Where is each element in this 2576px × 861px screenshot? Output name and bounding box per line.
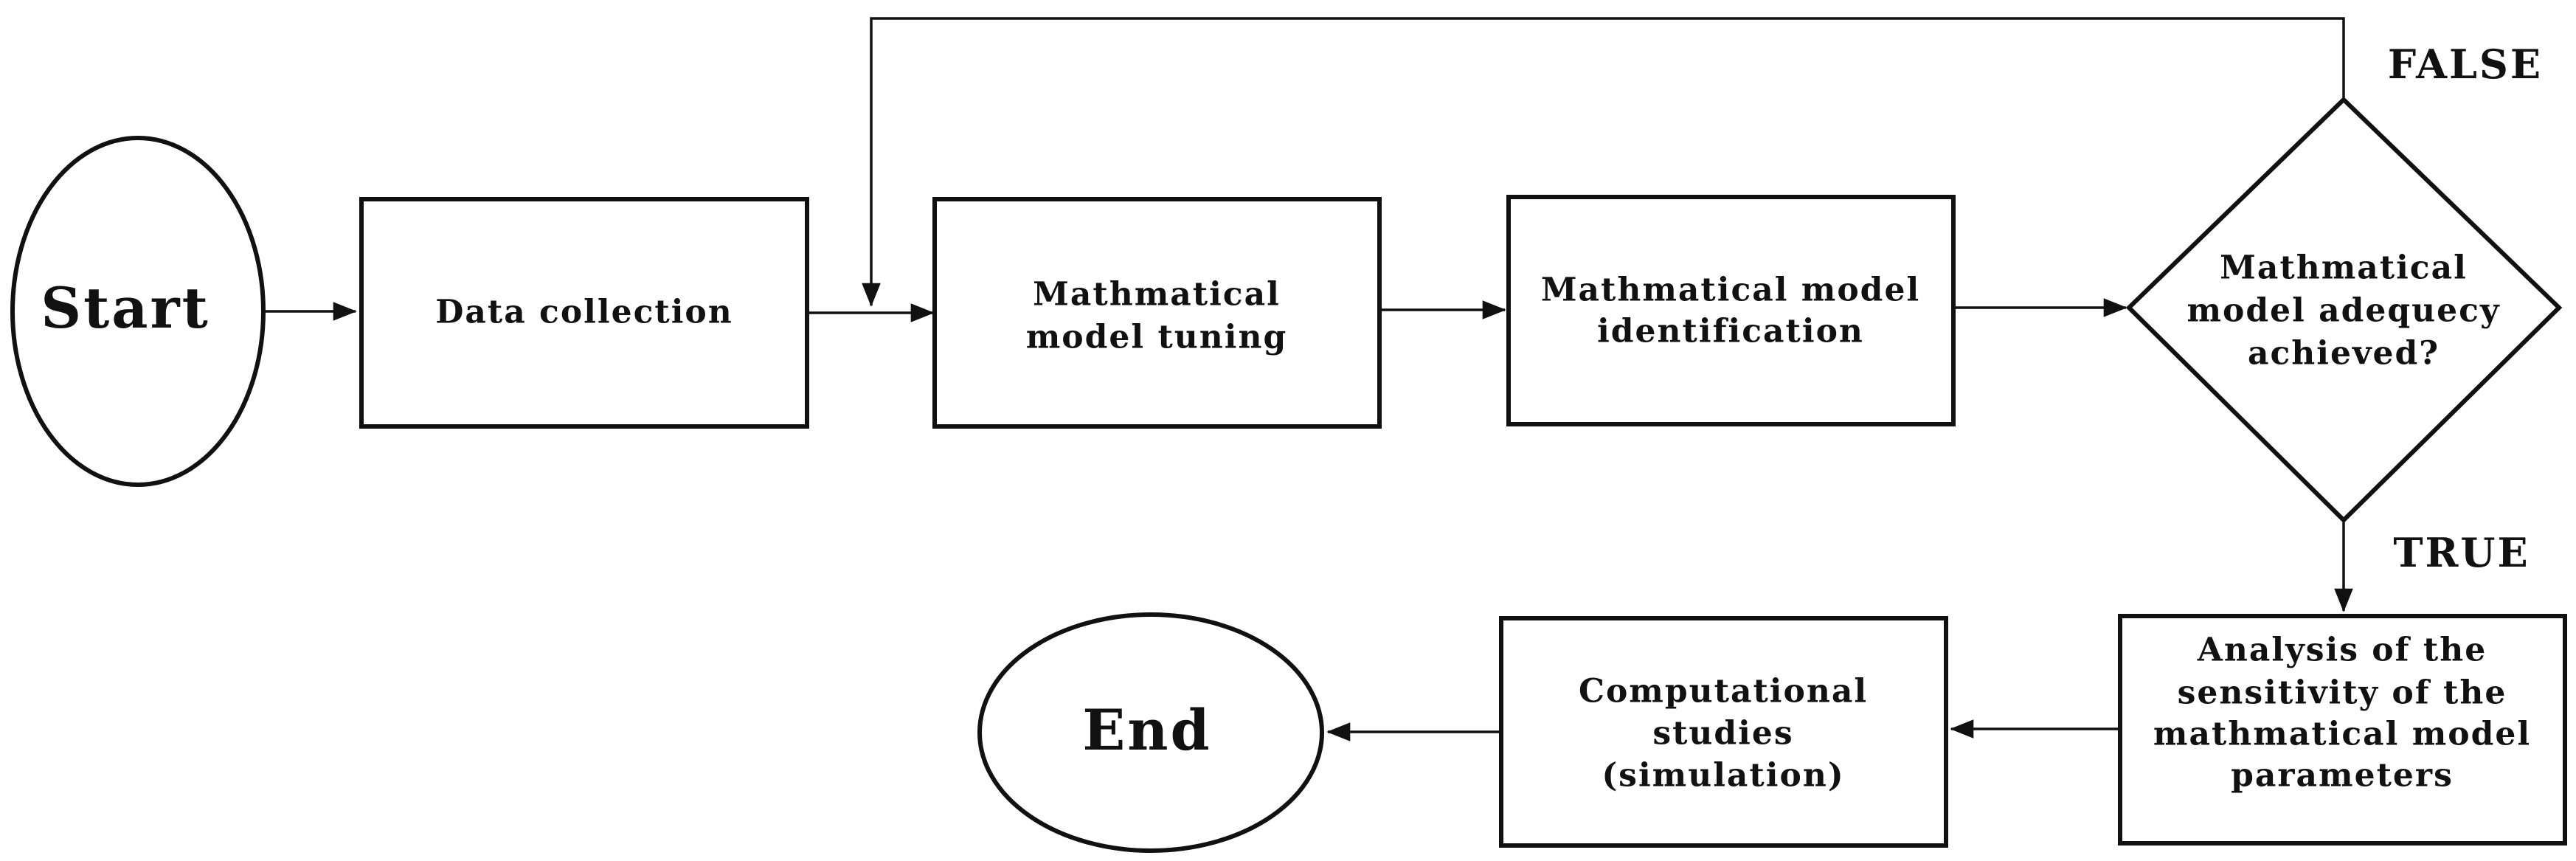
adequacy-decision-node: Mathmatical model adequecy achieved? (2125, 96, 2563, 524)
sensitivity-label-line-3: mathmatical model (2153, 716, 2531, 753)
model-tuning-box (932, 197, 1382, 429)
decision-label-line-3: achieved? (2248, 335, 2440, 373)
end-ellipse (977, 612, 1324, 853)
model-tuning-label-line-2: model tuning (1026, 319, 1287, 356)
decision-diamond (2125, 96, 2563, 524)
end-node: End (977, 612, 1324, 853)
sensitivity-label-line-2: sensitivity of the (2178, 674, 2507, 712)
start-ellipse (10, 136, 266, 487)
decision-label-line-1: Mathmatical (2220, 249, 2468, 287)
computational-studies-label-line-2: studies (1652, 715, 1793, 753)
data-collection-box (359, 197, 809, 429)
sensitivity-analysis-node: Analysis of the sensitivity of the mathm… (2118, 614, 2567, 846)
start-node: Start (10, 136, 266, 487)
arrow-false-loop-back-to-model-tuning (862, 17, 2345, 307)
computational-studies-label-line-3: (simulation) (1602, 757, 1844, 795)
computational-studies-label-line-1: Computational (1579, 673, 1868, 710)
sensitivity-analysis-box (2118, 614, 2567, 846)
sensitivity-label-line-1: Analysis of the (2197, 632, 2487, 669)
model-identification-node: Mathmatical model identification (1506, 195, 1956, 426)
false-branch-label: FALSE (2388, 41, 2543, 88)
decision-label-line-2: model adequecy (2187, 292, 2500, 330)
connectors (266, 17, 2353, 741)
model-tuning-node: Mathmatical model tuning (932, 197, 1382, 429)
model-identification-box (1506, 195, 1956, 426)
model-tuning-label-line-1: Mathmatical (1033, 276, 1281, 314)
start-label: Start (41, 275, 210, 341)
true-branch-label: TRUE (2393, 529, 2530, 576)
model-identification-label-line-1: Mathmatical model (1541, 272, 1920, 309)
model-identification-label-line-2: identification (1597, 313, 1864, 350)
end-label: End (1082, 697, 1211, 763)
data-collection-label: Data collection (435, 294, 733, 331)
data-collection-node: Data collection (359, 197, 809, 429)
sensitivity-label-line-4: parameters (2231, 757, 2454, 795)
computational-studies-node: Computational studies (simulation) (1499, 616, 1948, 848)
computational-studies-box (1499, 616, 1948, 848)
